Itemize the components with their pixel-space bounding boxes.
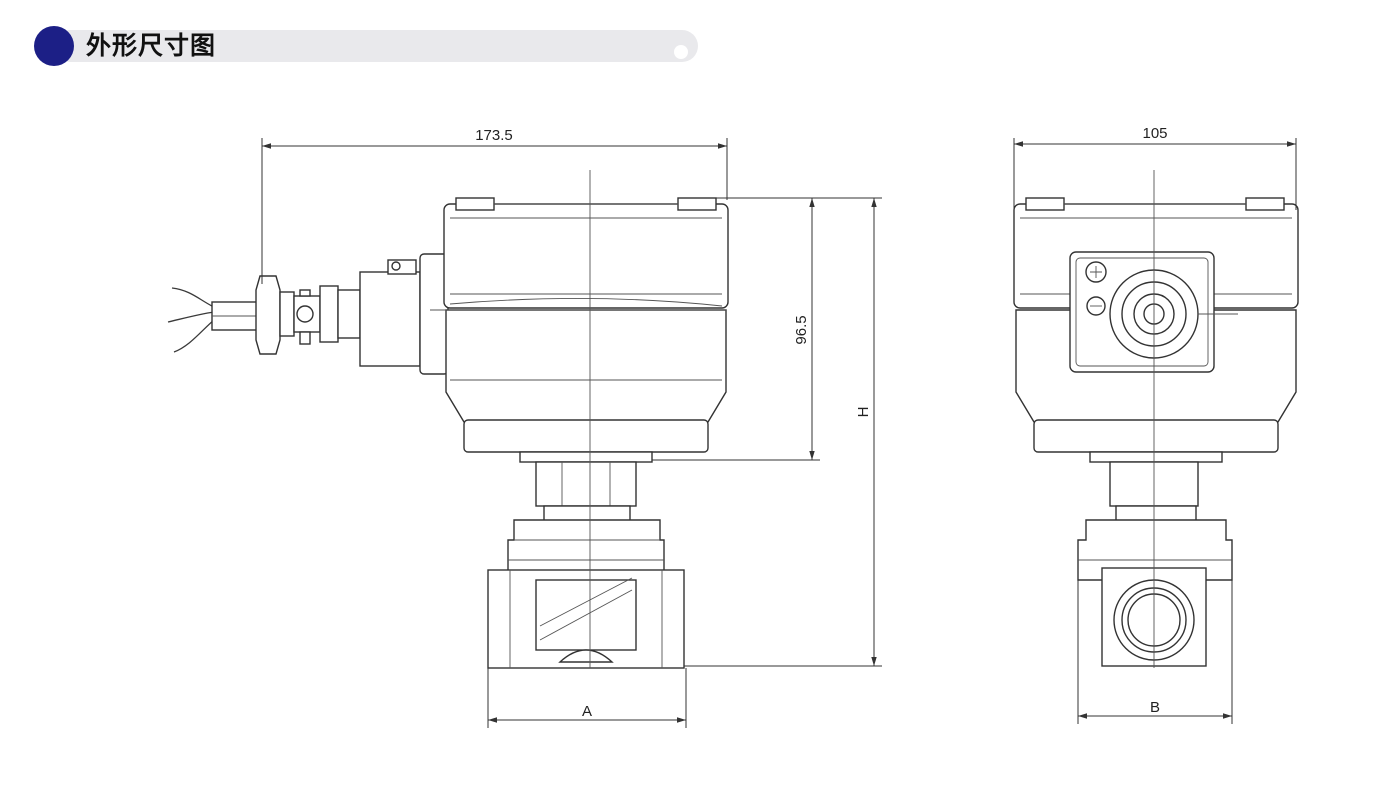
cable-connector bbox=[255, 253, 449, 375]
header-bar-end-dot bbox=[674, 45, 688, 59]
dim-label-105: 105 bbox=[1142, 125, 1167, 142]
header-bar bbox=[54, 30, 698, 62]
dim-actuator-height: 96.5 bbox=[652, 197, 882, 461]
dim-side-width: 105 bbox=[1013, 125, 1297, 210]
side-view: 105 B bbox=[1013, 125, 1299, 724]
stem-nut bbox=[535, 461, 637, 523]
actuator-housing bbox=[443, 197, 729, 463]
dim-label-h: H bbox=[855, 407, 872, 418]
section-header: 外形尺寸图 bbox=[34, 24, 698, 68]
dim-side-body-width: B bbox=[1077, 580, 1233, 724]
dim-total-height: H bbox=[684, 198, 882, 667]
dim-overall-width: 173.5 bbox=[261, 127, 728, 284]
dim-label-96-5: 96.5 bbox=[793, 315, 810, 344]
dim-label-173-5: 173.5 bbox=[475, 127, 513, 144]
cable-wires bbox=[167, 287, 261, 353]
dim-label-b: B bbox=[1150, 699, 1160, 716]
dim-body-length: A bbox=[487, 668, 687, 728]
header-bullet-icon bbox=[34, 26, 74, 66]
dim-label-a: A bbox=[582, 703, 592, 720]
front-view: 173.5 96.5 H A bbox=[167, 127, 882, 728]
page-title: 外形尺寸图 bbox=[86, 31, 217, 60]
valve-body bbox=[487, 569, 685, 669]
